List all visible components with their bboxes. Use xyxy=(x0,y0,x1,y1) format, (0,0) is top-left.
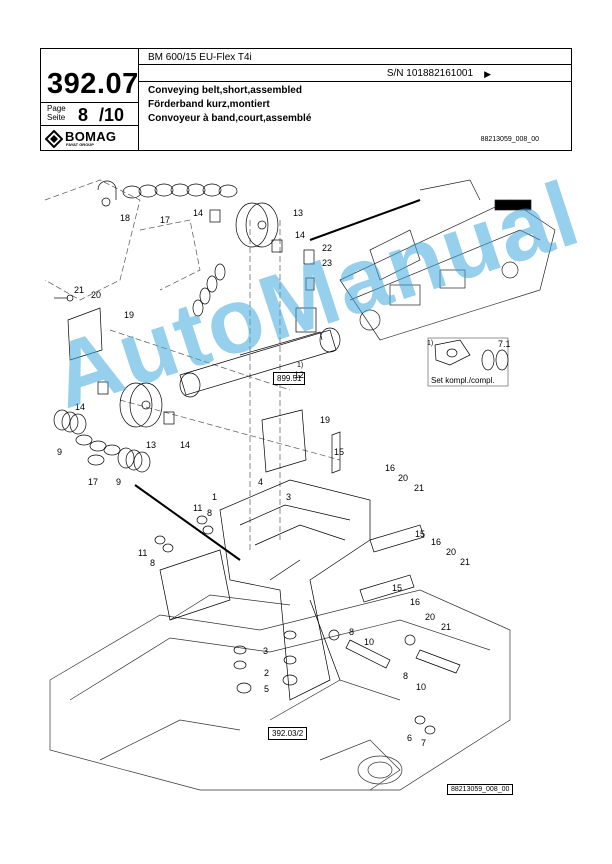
callout-2: 2 xyxy=(264,668,270,678)
hydraulic-cylinder xyxy=(179,249,341,398)
callout-10: 10 xyxy=(364,637,375,647)
reference-box[interactable]: 899.51 xyxy=(273,372,306,385)
page-current: 8 xyxy=(78,105,89,125)
callout-7: 7 xyxy=(421,738,427,748)
callout-5: 5 xyxy=(264,684,270,694)
callout-17: 17 xyxy=(88,477,99,487)
title-de: Förderband kurz,montiert xyxy=(148,99,270,110)
conveyor-machine xyxy=(339,179,556,341)
callout-11: 11 xyxy=(193,503,203,513)
callout-9: 9 xyxy=(57,447,63,457)
drawing-ref-bottom: 88213059_008_00 xyxy=(447,784,514,795)
callout-15: 15 xyxy=(392,583,403,593)
divider xyxy=(41,125,138,126)
callout-1: 1 xyxy=(212,492,218,502)
logo-text: BOMAG xyxy=(65,129,117,144)
callout-12: 12 xyxy=(294,370,305,380)
model-name: BM 600/15 EU-Flex T4i xyxy=(148,52,252,63)
callout-20: 20 xyxy=(446,547,457,557)
pins xyxy=(331,431,425,603)
callout-3: 3 xyxy=(263,646,269,656)
pulley-bottom xyxy=(97,381,175,428)
callout-15: 15 xyxy=(415,529,426,539)
callout-13: 13 xyxy=(146,440,157,450)
callout-11: 11 xyxy=(138,548,148,558)
callout-6: 6 xyxy=(407,733,413,743)
callout-14: 14 xyxy=(295,230,306,240)
chain-vertical xyxy=(192,263,226,317)
shackle xyxy=(97,180,117,200)
divider xyxy=(41,102,138,103)
callout-18: 18 xyxy=(120,213,131,223)
callout-20: 20 xyxy=(398,473,409,483)
reference-box[interactable]: 392.03/2 xyxy=(268,727,308,740)
callout-20: 20 xyxy=(425,612,436,622)
callout-9: 9 xyxy=(116,477,122,487)
page-info-panel: 392.07 Page Seite 8 /10 BOMAG FAYAT GROU… xyxy=(41,49,139,150)
callout-16: 16 xyxy=(410,597,421,607)
callout-4: 4 xyxy=(258,477,264,487)
callout-8: 8 xyxy=(207,508,213,518)
serial-arrow-icon: ▶ xyxy=(484,69,491,79)
bomag-logo: BOMAG FAYAT GROUP xyxy=(45,129,135,149)
page-label-en: Page xyxy=(47,104,66,113)
callout-15: 15 xyxy=(334,447,345,457)
washers xyxy=(154,515,436,735)
callout-17: 17 xyxy=(160,215,171,225)
callout-8: 8 xyxy=(150,558,156,568)
logo-sub: FAYAT GROUP xyxy=(66,142,94,147)
chain-top xyxy=(122,183,238,199)
callout-16: 16 xyxy=(431,537,442,547)
callout-14: 14 xyxy=(180,440,191,450)
chain-lower xyxy=(75,434,121,466)
serial-number: S/N 101882161001 xyxy=(386,68,473,79)
detail-leader xyxy=(134,484,241,561)
inset-note: 1) xyxy=(427,340,434,347)
callout-3: 3 xyxy=(286,492,292,502)
inset-label: Set kompl./compl. xyxy=(431,376,495,385)
callout-19: 19 xyxy=(124,310,135,320)
page-number: 392.07 xyxy=(47,68,139,100)
callout-20: 20 xyxy=(91,290,102,300)
center-bracket xyxy=(261,409,307,473)
frame-outline xyxy=(44,179,341,550)
left-bracket xyxy=(67,307,103,361)
callout-13: 13 xyxy=(293,208,304,218)
callout-19: 19 xyxy=(320,415,331,425)
page-label-de: Seite xyxy=(47,113,66,122)
pulley-top xyxy=(209,202,283,253)
shackle-pin xyxy=(101,197,111,207)
spring-right xyxy=(117,447,151,473)
divider xyxy=(138,64,572,65)
footnote-mark: 1) xyxy=(297,362,304,369)
title-en: Conveying belt,short,assembled xyxy=(148,85,302,96)
title-fr: Convoyeur à band,court,assemblé xyxy=(148,113,312,124)
callout-14: 14 xyxy=(75,402,86,412)
callout-16: 16 xyxy=(385,463,396,473)
page-total: /10 xyxy=(99,105,125,125)
detail-leader xyxy=(309,199,421,241)
callout-21: 21 xyxy=(460,557,471,567)
machine-body-outline xyxy=(49,589,511,791)
callout-23: 23 xyxy=(322,258,333,268)
callout-21: 21 xyxy=(414,483,425,493)
callout-10: 10 xyxy=(416,682,427,692)
spring-left xyxy=(53,409,87,435)
callout-8: 8 xyxy=(403,671,409,681)
main-frame xyxy=(159,479,371,701)
callout-21: 21 xyxy=(74,285,85,295)
drawing-ref-top: 88213059_008_00 xyxy=(480,136,539,143)
callout-14: 14 xyxy=(193,208,204,218)
inset-number: 7.1 xyxy=(498,339,511,349)
callout-21: 21 xyxy=(441,622,452,632)
gasket-inset xyxy=(427,337,509,387)
callout-8: 8 xyxy=(349,627,355,637)
exploded-parts-drawing xyxy=(44,179,556,791)
bolts-right xyxy=(345,639,461,674)
bomag-diamond-icon xyxy=(45,130,63,148)
divider xyxy=(138,81,572,82)
callout-22: 22 xyxy=(322,243,333,253)
parts-header: 392.07 Page Seite 8 /10 BOMAG FAYAT GROU… xyxy=(40,48,572,151)
